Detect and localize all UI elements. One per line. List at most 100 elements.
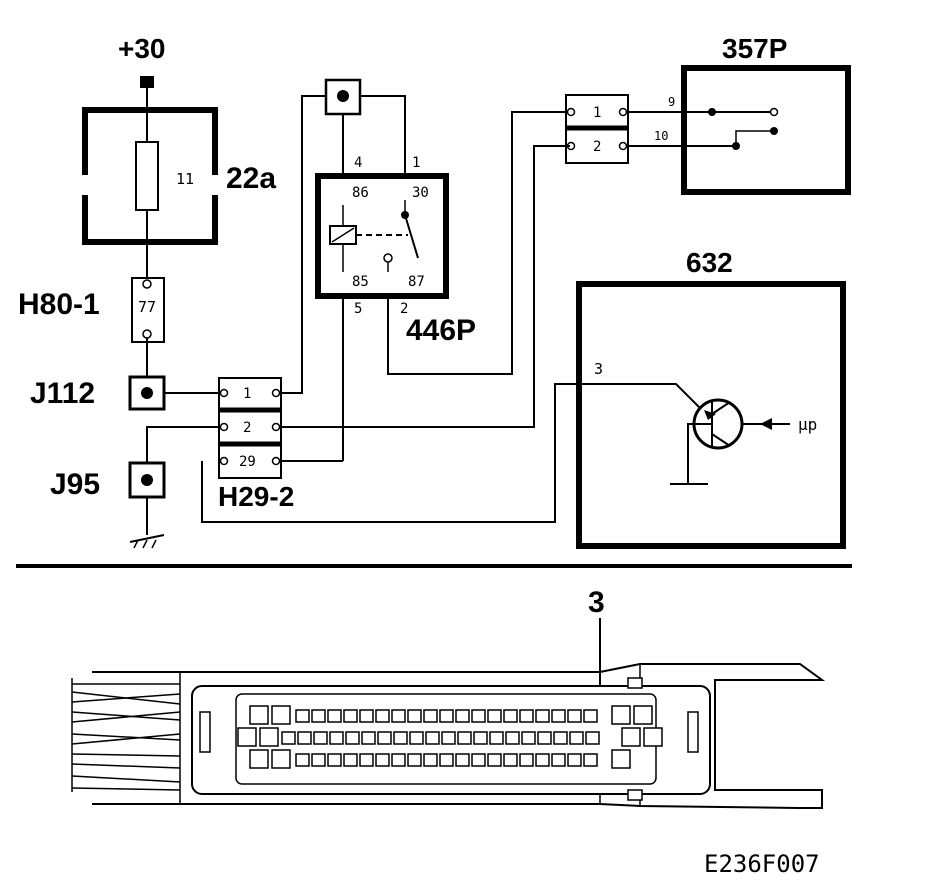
connector-cavity [551, 709, 566, 723]
connector-cavity [375, 709, 390, 723]
connector-cavity [297, 731, 312, 745]
connector-pin-grid [237, 705, 663, 769]
connector-cavity-large [249, 749, 269, 769]
connector-cavity [455, 753, 470, 767]
fuse-box-label: 22a [226, 162, 276, 195]
connector-cavity [503, 709, 518, 723]
connector-cavity [471, 709, 486, 723]
splice-j112-label: J112 [30, 377, 95, 410]
connector-cavity [503, 753, 518, 767]
module-357p-box [681, 65, 851, 195]
connector-cavity [409, 731, 424, 745]
connector-cavity [487, 709, 502, 723]
relay-pin-int-85: 85 [352, 274, 369, 290]
connector-callout-number: 3 [588, 586, 605, 619]
connector-cavity [471, 753, 486, 767]
connector-cavity [457, 731, 472, 745]
relay-switch [383, 200, 419, 272]
connector-cavity [423, 709, 438, 723]
relay-446p-box [315, 173, 449, 299]
splice-j95 [128, 461, 166, 499]
connector-h29-label: H29-2 [218, 481, 294, 512]
connector-cavity [407, 709, 422, 723]
wire-node-relay-30 [360, 95, 406, 178]
connector-cavity [311, 753, 326, 767]
connector-cavity [393, 731, 408, 745]
ground-symbol [129, 497, 165, 549]
connector-cavity [295, 753, 310, 767]
supply-label: +30 [118, 33, 166, 64]
connector-357-pin-2: 2 [593, 139, 601, 155]
connector-cavity [391, 753, 406, 767]
connector-cavity [311, 709, 326, 723]
connector-cavity [281, 731, 296, 745]
connector-357 [565, 94, 629, 164]
connector-cavity [327, 709, 342, 723]
connector-cavity-large [249, 705, 269, 725]
connector-cavity [535, 753, 550, 767]
connector-cavity [423, 753, 438, 767]
connector-cavity [313, 731, 328, 745]
module-357p-label: 357P [722, 33, 787, 64]
connector-cavity [377, 731, 392, 745]
module-357-pin-9: 9 [668, 95, 675, 109]
connector-h80-pin: 77 [138, 298, 156, 316]
relay-pin-int-30: 30 [412, 185, 429, 201]
connector-cavity [361, 731, 376, 745]
connector-cavity [487, 753, 502, 767]
connector-cavity-large [259, 727, 279, 747]
relay-top-node [324, 78, 362, 116]
connector-cavity [553, 731, 568, 745]
splice-j95-label: J95 [50, 468, 100, 501]
connector-cavity [505, 731, 520, 745]
connector-cavity [535, 709, 550, 723]
connector-cavity [391, 709, 406, 723]
connector-357-pin-1: 1 [593, 105, 601, 121]
wire-h29-1-relay [281, 95, 326, 394]
connector-h29-pin-2: 2 [243, 420, 251, 436]
connector-cavity [439, 709, 454, 723]
connector-h29-pin-1: 1 [243, 386, 251, 402]
connector-cavity [441, 731, 456, 745]
connector-h29-pin-29: 29 [239, 454, 256, 470]
module-357-pin-10: 10 [654, 129, 668, 143]
connector-cavity [439, 753, 454, 767]
connector-cavity [567, 753, 582, 767]
connector-cavity [327, 753, 342, 767]
fuse-number: 11 [176, 170, 194, 188]
connector-cavity [345, 731, 360, 745]
connector-cavity [569, 731, 584, 745]
supply-terminal [140, 76, 154, 88]
ecu-connector-drawing [71, 663, 826, 809]
wire-relay-87-357 [387, 111, 570, 375]
ecu-pin-3: 3 [594, 360, 603, 378]
connector-cavity [359, 709, 374, 723]
connector-cavity [455, 709, 470, 723]
wire-h29-29-ecu [201, 383, 707, 523]
relay-pin-int-86: 86 [352, 185, 369, 201]
connector-cavity [343, 753, 358, 767]
connector-cavity [489, 731, 504, 745]
relay-pin-ext-2: 2 [400, 301, 408, 317]
ecu-microprocessor-label: µp [798, 415, 817, 434]
connector-cavity-large [611, 749, 631, 769]
wire-harness [71, 678, 181, 792]
figure-code: E236F007 [704, 850, 820, 878]
connector-cavity [425, 731, 440, 745]
connector-cavity-large [621, 727, 641, 747]
connector-cavity [329, 731, 344, 745]
connector-h29 [218, 377, 282, 479]
connector-cavity-large [633, 705, 653, 725]
wire-h29-2-357 [281, 145, 570, 428]
connector-cavity-large [643, 727, 663, 747]
fuse-element [135, 141, 159, 211]
connector-cavity [583, 753, 598, 767]
connector-cavity [359, 753, 374, 767]
ecu-632-box [576, 281, 846, 549]
relay-label: 446P [406, 314, 476, 347]
connector-cavity [567, 709, 582, 723]
splice-j112 [128, 375, 166, 411]
connector-cavity [295, 709, 310, 723]
